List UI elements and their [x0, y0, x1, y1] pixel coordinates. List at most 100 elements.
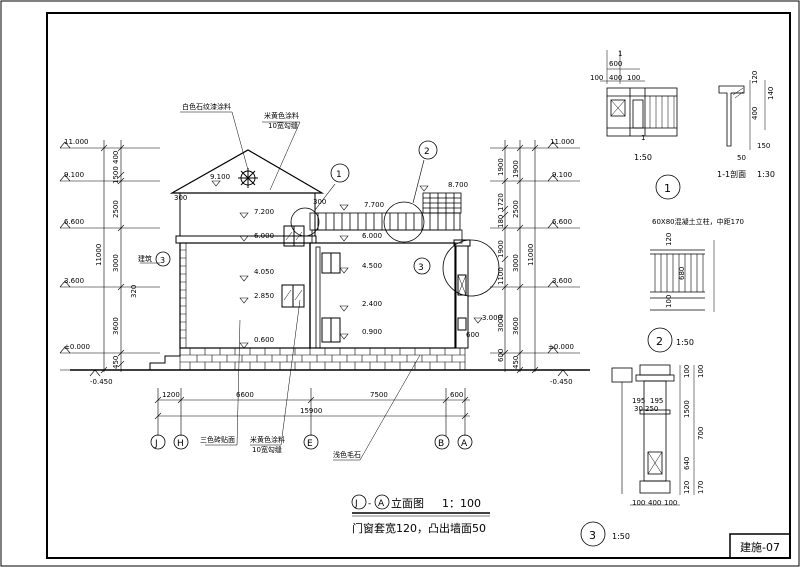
d2-callout-text: 2 [656, 335, 663, 348]
main-view-title: J - A 立面图 1：100 门窗套宽120，凸出墙面50 [351, 494, 490, 535]
callout-3-text: 3 [418, 263, 424, 273]
d3-dim-100d: 100 [664, 499, 677, 507]
left-level-0000: ±0.000 [64, 343, 90, 351]
label-white-paint: 白色石纹漆涂料 [182, 102, 231, 111]
callout-ring-3 [442, 239, 500, 297]
level-2850: 2.850 [254, 292, 274, 300]
d3-dim-170: 170 [697, 481, 705, 494]
level-8700: 8.700 [448, 181, 468, 189]
d2-note: 60X80混凝土立柱，中距170 [652, 217, 744, 226]
gable-ornament [238, 168, 258, 188]
callout-ring-1 [290, 207, 320, 237]
d3-dim-195a: 195 [632, 397, 645, 405]
d2-scale: 1:50 [676, 338, 694, 347]
left-dim-2500: 2500 [112, 200, 120, 218]
level-0900: 0.900 [362, 328, 382, 336]
left-wing-wall [179, 242, 311, 349]
left-level-3600: 3.600 [64, 277, 84, 285]
sheet-number: 建施-07 [740, 540, 780, 554]
d1s-title: 1-1剖面 [717, 169, 746, 179]
right-dim-3600: 3600 [512, 317, 520, 335]
d1-dim-1a: 1 [618, 50, 622, 58]
dim-300-right: 300 [313, 198, 326, 206]
d2-dim-100: 100 [665, 295, 673, 308]
bottom-dim-1200: 1200 [162, 391, 180, 399]
detail-3-column [611, 364, 695, 506]
left-dim-11000: 11000 [95, 244, 103, 266]
left-eave-band [175, 235, 317, 244]
callout-ring-2 [383, 201, 425, 243]
right-dim-450: 450 [512, 356, 520, 369]
left-dim-3000: 3000 [112, 254, 120, 272]
bottom-dim-6600: 6600 [236, 391, 254, 399]
roof-stair-house [422, 192, 462, 214]
left-dim-1500: 1500 [112, 166, 120, 184]
right-level-0000: ±0.000 [548, 343, 574, 351]
right-dim-1900-inner: 1900 [497, 158, 505, 176]
left-level-11000: 11.000 [64, 138, 89, 146]
material-leaders [140, 111, 421, 461]
right-level-9100: 9.100 [552, 171, 572, 179]
level-4050: 4.050 [254, 268, 274, 276]
d3-dim-700: 700 [697, 427, 705, 440]
label-beige-paint-bottom: 米黄色涂料 [250, 435, 285, 444]
title-scale: 1：100 [442, 497, 481, 510]
svg-text:-: - [368, 499, 371, 509]
left-level-9100: 9.100 [64, 171, 84, 179]
d1-scale: 1:50 [634, 153, 652, 162]
label-beige-paint-top: 米黄色涂料 [264, 111, 299, 120]
level-9100-inner: 9.100 [210, 173, 230, 181]
right-level-neg0450: -0.450 [550, 378, 573, 386]
level-3000-small: 3.000 [482, 314, 502, 322]
right-level-11000: 11.000 [550, 138, 575, 146]
left-quoin [180, 243, 187, 348]
left-dim-450: 450 [112, 356, 120, 369]
d1-dim-600: 600 [609, 60, 622, 68]
d1s-dim-150: 150 [757, 142, 770, 150]
left-dim-400: 400 [112, 151, 120, 164]
axis-J: J [154, 439, 158, 449]
level-2400: 2.400 [362, 300, 382, 308]
right-dim-2500: 2500 [512, 200, 520, 218]
d3-dim-100a: 100 [683, 365, 691, 378]
callout-1 [330, 163, 350, 183]
callout-3-left-text: 3 [160, 256, 165, 265]
detail-1-elevation [600, 50, 678, 137]
callout-2 [418, 140, 438, 160]
left-level-6600: 6.600 [64, 218, 84, 226]
right-dim-600: 600 [497, 349, 505, 362]
axis-A: A [461, 439, 468, 449]
title-note: 门窗套宽120，凸出墙面50 [352, 521, 486, 535]
entry-steps [149, 348, 181, 370]
axis-E: E [307, 439, 313, 449]
right-wing-pilaster [315, 246, 321, 349]
gable-wall [179, 192, 316, 237]
left-level-neg0450: -0.450 [90, 378, 113, 386]
level-6000-right: 6.000 [362, 232, 382, 240]
d3-dim-1500: 1500 [683, 400, 691, 418]
d3-callout [580, 521, 606, 547]
d3-dim-195b: 195 [650, 397, 663, 405]
label-granite: 浅色毛石 [333, 450, 361, 459]
level-7700: 7.700 [364, 201, 384, 209]
callout-3 [413, 257, 431, 275]
d1-dim-100a: 100 [590, 74, 603, 82]
title-axis-left: J [354, 499, 358, 509]
d1-dim-100b: 100 [627, 74, 640, 82]
left-dim-3600: 3600 [112, 317, 120, 335]
d3-dim-400: 400 [648, 499, 661, 507]
axis-H: H [177, 439, 184, 449]
plinth-tile-band [179, 347, 466, 371]
d1-callout-text: 1 [664, 182, 671, 195]
d3-dim-640: 640 [683, 457, 691, 470]
d1s-dim-400: 400 [751, 107, 759, 120]
d3-scale: 1:50 [612, 532, 630, 541]
dim-300-left: 300 [174, 194, 187, 202]
label-tile: 三色砖贴面 [200, 435, 235, 444]
roof-balcony-railing [309, 212, 463, 244]
axis-B: B [438, 439, 444, 449]
left-dimension-lines [59, 140, 160, 377]
